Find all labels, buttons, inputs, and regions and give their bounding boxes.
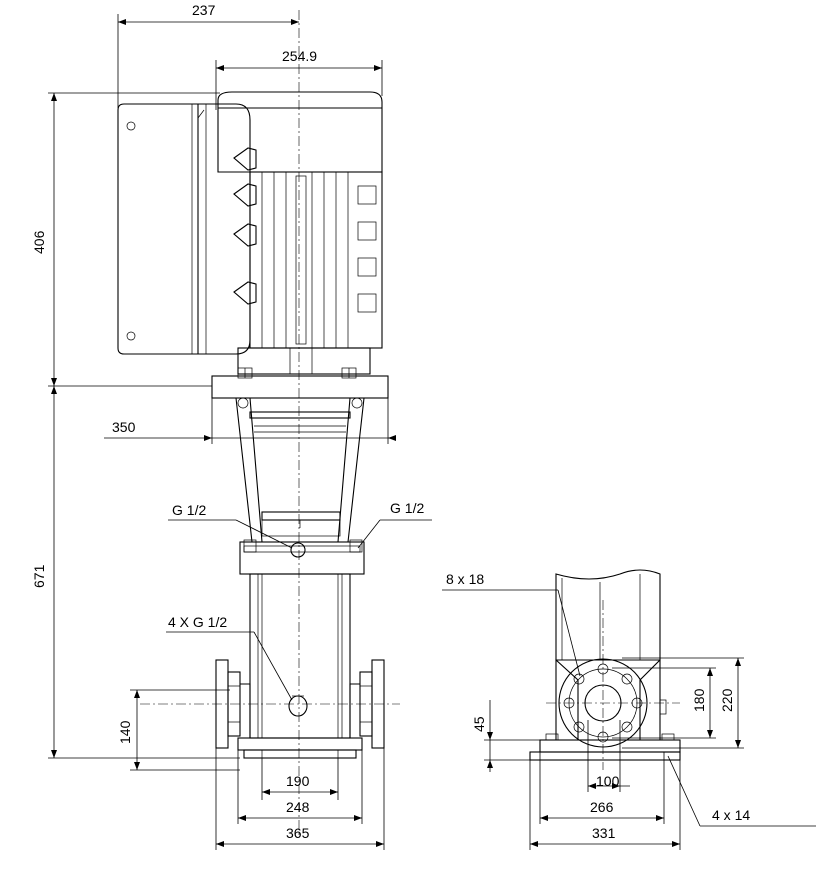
dim-190: 190 [286, 773, 310, 789]
label-g-half-right: G 1/2 [390, 500, 424, 516]
side-view-dimensions: 8 x 18 45 180 220 100 266 [442, 571, 816, 850]
dim-671: 671 [31, 564, 47, 588]
dim-266: 266 [590, 799, 614, 815]
dim-140: 140 [117, 720, 133, 744]
dim-406: 406 [31, 230, 47, 254]
pump-front-view [117, 10, 400, 835]
motor-stool [211, 367, 389, 543]
dim-350: 350 [112, 419, 136, 435]
pump-sleeve [249, 573, 351, 739]
dim-45: 45 [471, 716, 487, 732]
motor [217, 91, 383, 375]
dim-248: 248 [286, 799, 310, 815]
pump-base [215, 659, 385, 759]
dim-180: 180 [691, 688, 707, 712]
label-8x18: 8 x 18 [446, 571, 484, 587]
terminal-box [117, 103, 257, 355]
pump-side-view [529, 569, 681, 770]
dim-100: 100 [596, 773, 620, 789]
dim-254-9: 254.9 [282, 48, 317, 64]
dim-220: 220 [719, 688, 735, 712]
dim-331: 331 [592, 825, 616, 841]
front-view-dimensions: 237 254.9 406 350 671 G 1/2 G 1/2 [31, 2, 432, 850]
label-g-half-left: G 1/2 [172, 502, 206, 518]
label-4x14: 4 x 14 [712, 807, 750, 823]
label-4x-g-half: 4 X G 1/2 [168, 614, 227, 630]
dim-365: 365 [286, 825, 310, 841]
dim-237: 237 [192, 2, 216, 18]
pump-head [239, 539, 365, 575]
